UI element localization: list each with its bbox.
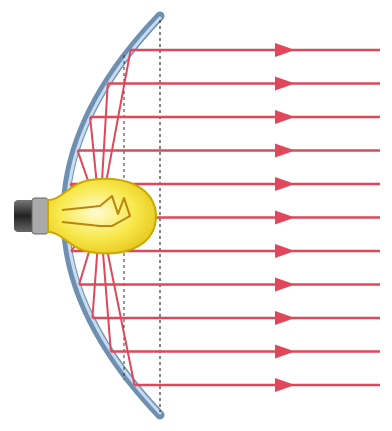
ray-arrowhead: [275, 110, 295, 124]
bulb-socket-band: [32, 198, 48, 234]
light-bulb-icon: [14, 179, 156, 254]
ray-arrowhead: [275, 378, 295, 392]
ray-arrowhead: [275, 177, 295, 191]
ray-arrowhead: [275, 244, 295, 258]
ray-arrowhead: [275, 311, 295, 325]
ray-arrowhead: [275, 345, 295, 359]
ray-arrowhead: [275, 144, 295, 158]
ray-arrowhead: [275, 43, 295, 57]
ray-arrowhead: [275, 278, 295, 292]
ray-arrowhead: [275, 77, 295, 91]
ray-arrowhead: [275, 211, 295, 225]
